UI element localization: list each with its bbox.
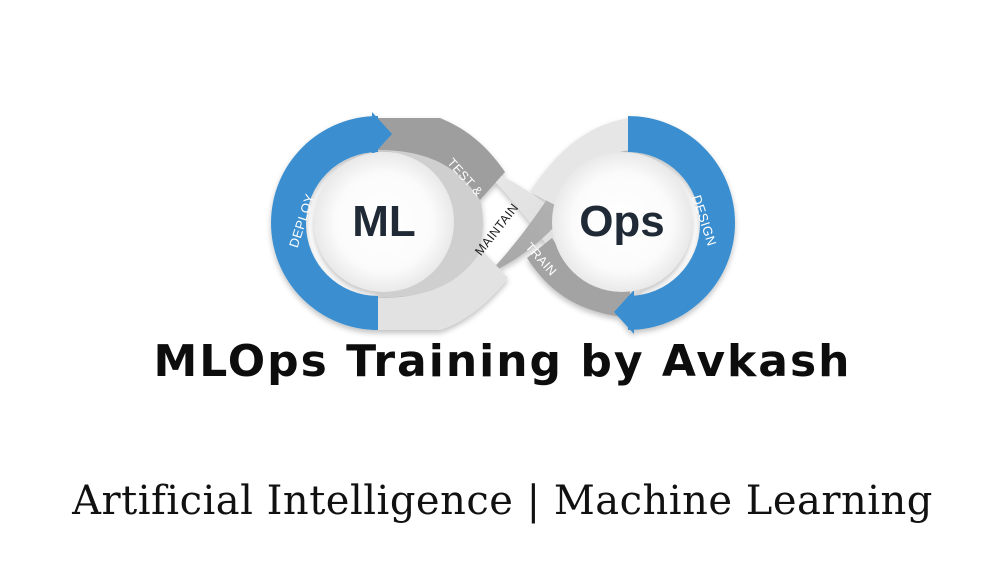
deploy-arrow-head [372,112,392,156]
ribbon-lower-left [378,250,508,330]
design-arc [628,116,735,330]
ribbon-upper-left [378,118,505,200]
headline-title: MLOps Training by Avkash [153,336,852,387]
ribbon-upper-right [530,118,630,205]
tagline: Artificial Intelligence | Machine Learni… [72,478,933,524]
ops-word: Ops [579,197,665,246]
ribbon-lower-right [527,238,630,318]
right-inner-disk [552,152,692,292]
design-arrow-head [614,290,634,334]
ml-word: ML [352,197,416,246]
left-inner-disk [314,152,454,292]
deploy-arc [271,116,378,330]
